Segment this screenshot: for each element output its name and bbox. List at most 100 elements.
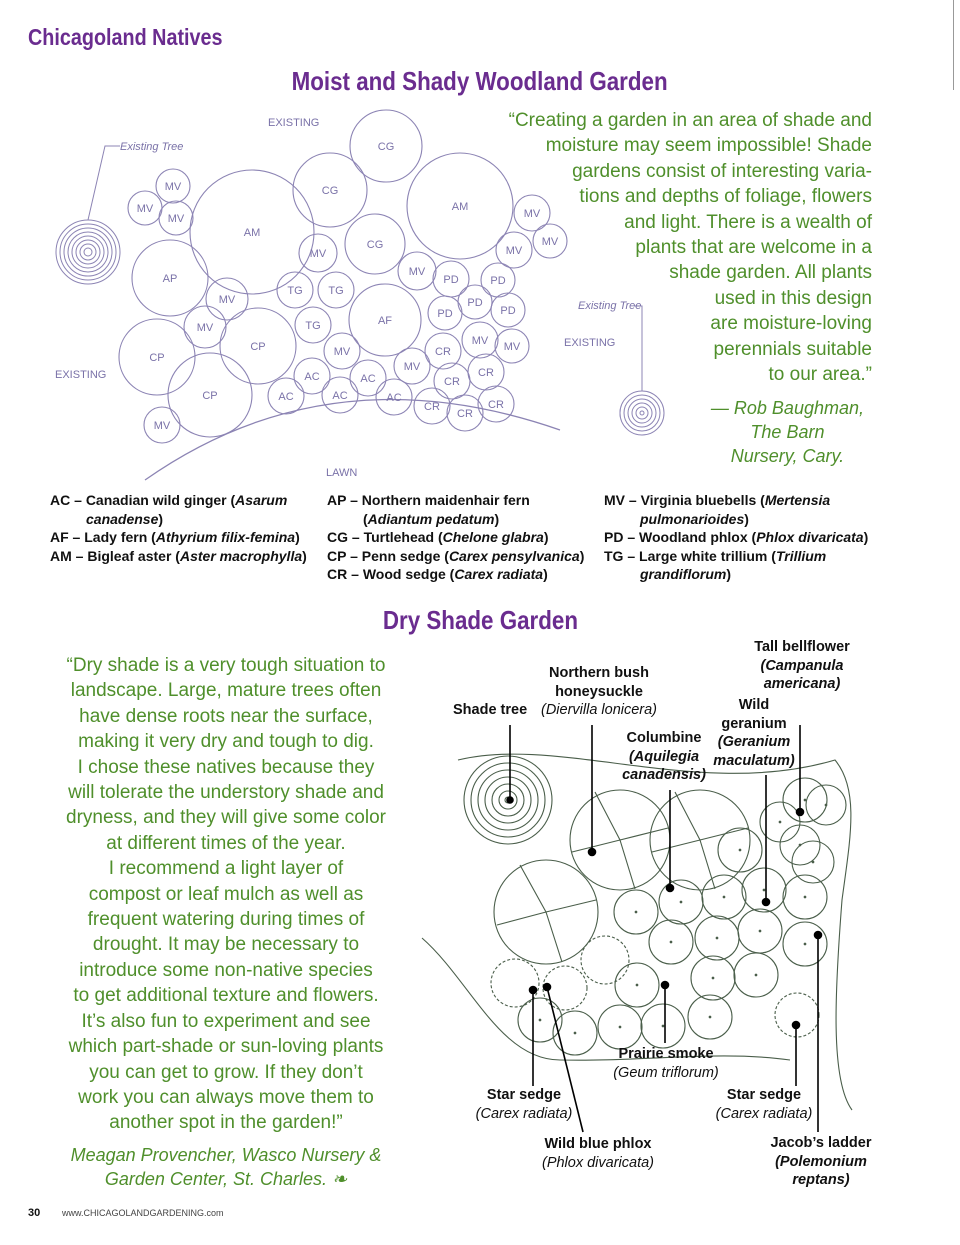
plant-code-label: AC xyxy=(332,390,347,402)
plant-code-label: PD xyxy=(490,275,505,287)
plant-circle xyxy=(189,169,315,295)
plant-circle xyxy=(167,352,253,438)
legend-column-1: AC – Canadian wild ginger (Asarum canade… xyxy=(50,491,320,565)
perennial-center-dot xyxy=(538,1018,542,1022)
star-sedge-clumps xyxy=(490,935,820,1038)
legend-item: AM – Bigleaf aster (Aster macrophylla) xyxy=(50,547,307,564)
label-bellflower: Tall bellflower (Campanula americana) xyxy=(754,639,850,692)
plant-code-label: AM xyxy=(244,227,261,239)
leader-phlox xyxy=(546,986,584,1133)
perennial-circle xyxy=(782,921,828,967)
perennial-circle xyxy=(782,777,828,823)
plant-code-label: MV xyxy=(168,213,185,225)
plant-code-label: AC xyxy=(304,371,319,383)
plant-code-label: CR xyxy=(488,399,504,411)
legend-item: AP – Northern maidenhair fern xyxy=(327,492,530,508)
perennial-circle xyxy=(782,874,828,920)
plant-circle xyxy=(446,394,484,432)
plant-code-label: MV xyxy=(506,245,523,257)
perennial-circle xyxy=(741,867,787,913)
dry-attribution: Meagan Provencher, Wasco Nursery & Garde… xyxy=(70,1145,382,1189)
plant-circle xyxy=(298,233,338,273)
footer-url: www.CHICAGOLANDGARDENING.com xyxy=(62,1208,224,1218)
existing-tree-left-label: Existing Tree xyxy=(120,141,183,153)
perennial-circle xyxy=(687,994,733,1040)
page-edge xyxy=(953,0,960,90)
existing-left-label: EXISTING xyxy=(55,369,106,381)
perennial-center-dot xyxy=(573,1031,577,1035)
legend-item: PD – Woodland phlox (Phlox divaricata) xyxy=(604,529,869,545)
existing-tree-left xyxy=(55,145,121,285)
lawn-label: LAWN xyxy=(326,467,357,479)
plant-circle xyxy=(467,353,505,391)
plant-code-label: AF xyxy=(378,315,392,327)
plant-code-label: MV xyxy=(409,266,426,278)
perennial-center-dot xyxy=(803,942,807,946)
perennial-circle xyxy=(717,827,763,873)
plant-circle xyxy=(348,283,422,357)
perennial-circle xyxy=(614,962,660,1008)
plant-code-label: MV xyxy=(197,322,214,334)
plant-circle xyxy=(294,306,332,344)
plant-code-label: MV xyxy=(472,335,489,347)
legend-item: CP – Penn sedge (Carex pensylvanica) xyxy=(327,547,585,564)
plant-circle xyxy=(317,271,355,309)
plant-code-label: MV xyxy=(334,346,351,358)
legend-item: TG – Large white trillium (Trillium xyxy=(604,547,827,564)
perennial-circle xyxy=(597,1004,643,1050)
plant-code-label: PD xyxy=(467,297,482,309)
bed-edge-bottom xyxy=(421,937,791,1061)
plant-code-label: AC xyxy=(278,391,293,403)
plant-circle xyxy=(323,332,361,370)
shade-tree-rings xyxy=(463,755,553,845)
perennial-circle xyxy=(613,889,659,935)
perennial-center-dot xyxy=(738,848,742,852)
woodland-plant-circles xyxy=(118,109,568,444)
existing-tree-right-label: Existing Tree xyxy=(578,300,641,312)
section-label: Chicagoland Natives xyxy=(28,24,223,50)
plant-code-label: MV xyxy=(154,420,171,432)
plant-code-label: PD xyxy=(443,274,458,286)
plant-circle xyxy=(477,385,515,423)
perennial-circle xyxy=(733,952,779,998)
label-phlox: Wild blue phlox (Phlox divaricata) xyxy=(541,1136,654,1171)
label-geranium: Wild geranium (Geranium maculatum) xyxy=(713,697,795,769)
honeysuckle-shrubs xyxy=(493,789,751,965)
label-shade-tree: Shade tree xyxy=(453,702,528,718)
perennial-circle xyxy=(552,1010,598,1056)
plant-circle xyxy=(321,376,359,414)
plant-circle xyxy=(143,406,181,444)
perennial-center-dot xyxy=(679,900,683,904)
perennial-center-dot xyxy=(635,983,639,987)
plant-code-label: AC xyxy=(360,373,375,385)
perennial-center-dot xyxy=(754,973,758,977)
dry-plan xyxy=(421,725,853,1133)
plant-circle xyxy=(375,378,413,416)
label-columbine: Columbine (Aquilegia canadensis) xyxy=(622,730,706,783)
plant-code-label: CR xyxy=(444,376,460,388)
perennial-center-dot xyxy=(803,895,807,899)
plant-code-label: CG xyxy=(378,141,395,153)
label-jacobs-ladder: Jacob’s ladder (Polemonium reptans) xyxy=(770,1135,872,1188)
perennial-circle xyxy=(791,840,835,884)
plant-code-label: CR xyxy=(424,401,440,413)
plant-code-label: CR xyxy=(435,346,451,358)
legend-item: MV – Virginia bluebells (Mertensia xyxy=(604,492,831,508)
perennial-circle xyxy=(701,874,747,920)
perennial-center-dot xyxy=(661,1024,665,1028)
plant-circle xyxy=(532,223,568,259)
plant-code-label: MV xyxy=(310,248,327,260)
plant-circle xyxy=(205,277,249,321)
plant-circle xyxy=(397,251,437,291)
plant-code-label: CP xyxy=(149,352,164,364)
legend-item: AF – Lady fern (Athyrium filix-femina) xyxy=(50,529,300,545)
plant-code-label: CG xyxy=(367,239,384,251)
plant-circle xyxy=(276,271,314,309)
perennial-center-dot xyxy=(708,1015,712,1019)
woodland-quote: “Creating a garden in an area of shade a… xyxy=(508,110,872,386)
plant-circle xyxy=(427,295,463,331)
page-number: 30 xyxy=(28,1207,41,1219)
perennial-center-dot xyxy=(722,895,726,899)
legend-item: CG – Turtlehead (Chelone glabra) xyxy=(327,529,549,545)
perennial-circle xyxy=(517,997,563,1043)
